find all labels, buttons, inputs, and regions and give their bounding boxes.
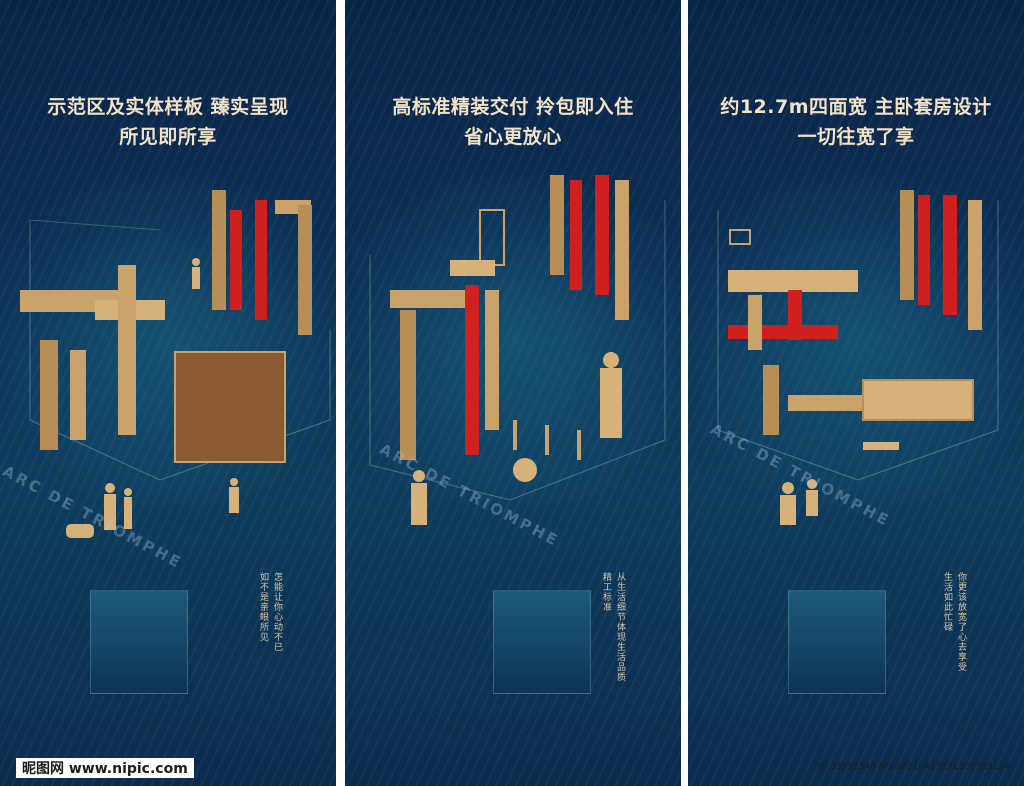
poster-headline: 高标准精装交付 拎包即入住 省心更放心 bbox=[345, 92, 681, 152]
runner-silhouette bbox=[230, 478, 238, 486]
vertical-caption-1: 精工标准 bbox=[601, 572, 611, 612]
accent-stroke-red bbox=[255, 200, 267, 320]
headline-part-a: 约12.7m四面宽 bbox=[720, 96, 868, 118]
wall-frame bbox=[479, 209, 505, 266]
char-stroke bbox=[788, 395, 868, 411]
char-stroke bbox=[298, 205, 312, 335]
vertical-caption-2: 从生活细节体现生活品质 bbox=[615, 572, 625, 682]
person-with-dog bbox=[413, 470, 425, 482]
isometric-scene bbox=[20, 190, 331, 538]
vertical-caption-1: 生活如此忙碌 bbox=[942, 572, 952, 632]
headline-part-b: 主卧套房设计 bbox=[874, 96, 992, 118]
vertical-caption-2: 怎能让你心动不已 bbox=[272, 572, 282, 652]
cabinet-illustration bbox=[174, 351, 286, 463]
doorway-scene bbox=[788, 590, 886, 694]
doorway-scene bbox=[493, 590, 591, 694]
poster-headline: 约12.7m四面宽 主卧套房设计 一切往宽了享 bbox=[688, 92, 1024, 152]
image-id-line: ID:33592348 NO:20220413171309785124 bbox=[817, 762, 1011, 772]
headline-part-a: 示范区及实体样板 bbox=[47, 96, 204, 118]
char-stroke bbox=[212, 190, 226, 310]
poster-headline: 示范区及实体样板 臻实呈现 所见即所享 bbox=[0, 92, 336, 152]
dining-table bbox=[863, 442, 899, 450]
watermark-brand: 昵图网 www.nipic.com bbox=[16, 758, 194, 778]
poster-fang: 高标准精装交付 拎包即入住 省心更放心 ARC DE TRIOMPHE 精工标准… bbox=[345, 0, 681, 786]
vertical-caption-2: 你更该放宽了心去享受 bbox=[956, 572, 966, 672]
char-stroke bbox=[400, 310, 416, 460]
accent-stroke-red bbox=[230, 210, 242, 310]
accent-stroke-red bbox=[943, 195, 957, 315]
headline-part-a: 高标准精装交付 bbox=[392, 96, 529, 118]
isometric-scene bbox=[717, 190, 999, 525]
char-stroke bbox=[728, 270, 858, 292]
char-stroke bbox=[763, 365, 779, 435]
parent-child-silhouette bbox=[782, 482, 794, 494]
accent-stroke-red bbox=[465, 285, 479, 455]
char-stroke bbox=[70, 350, 86, 440]
dog-silhouette bbox=[66, 524, 94, 538]
char-stroke bbox=[485, 290, 499, 430]
char-stroke bbox=[550, 175, 564, 275]
accent-stroke-red bbox=[728, 325, 838, 339]
statue-silhouette bbox=[600, 368, 622, 438]
char-stroke bbox=[748, 295, 762, 350]
poster-dong: 示范区及实体样板 臻实呈现 所见即所享 ARC DE TRIOMPHE 如不是亲… bbox=[0, 0, 336, 786]
headline-line-2: 省心更放心 bbox=[464, 126, 562, 148]
char-stroke bbox=[450, 260, 495, 276]
wall-frame bbox=[729, 229, 751, 245]
doorway-scene bbox=[90, 590, 188, 694]
isometric-scene bbox=[369, 175, 666, 525]
accent-stroke-red bbox=[595, 175, 609, 295]
accent-stroke-red bbox=[570, 180, 582, 290]
wheelchair-silhouette bbox=[513, 458, 537, 482]
char-stroke bbox=[900, 190, 914, 300]
rope-barrier bbox=[513, 420, 517, 450]
sofa-illustration bbox=[862, 379, 974, 421]
headline-part-b: 拎包即入住 bbox=[536, 96, 634, 118]
person-silhouette bbox=[105, 483, 115, 493]
headline-part-b: 臻实呈现 bbox=[210, 96, 289, 118]
accent-stroke-red bbox=[918, 195, 930, 305]
headline-line-2: 所见即所享 bbox=[119, 126, 217, 148]
vertical-caption-1: 如不是亲眼所见 bbox=[258, 572, 268, 642]
poster-kuan: 约12.7m四面宽 主卧套房设计 一切往宽了享 ARC DE TRIOMPHE … bbox=[688, 0, 1024, 786]
char-stroke bbox=[390, 290, 470, 308]
char-stroke bbox=[615, 180, 629, 320]
accent-stroke-red bbox=[788, 290, 802, 340]
headline-line-2: 一切往宽了享 bbox=[797, 126, 915, 148]
char-stroke bbox=[118, 265, 136, 435]
char-stroke bbox=[40, 340, 58, 450]
char-stroke bbox=[968, 200, 982, 330]
